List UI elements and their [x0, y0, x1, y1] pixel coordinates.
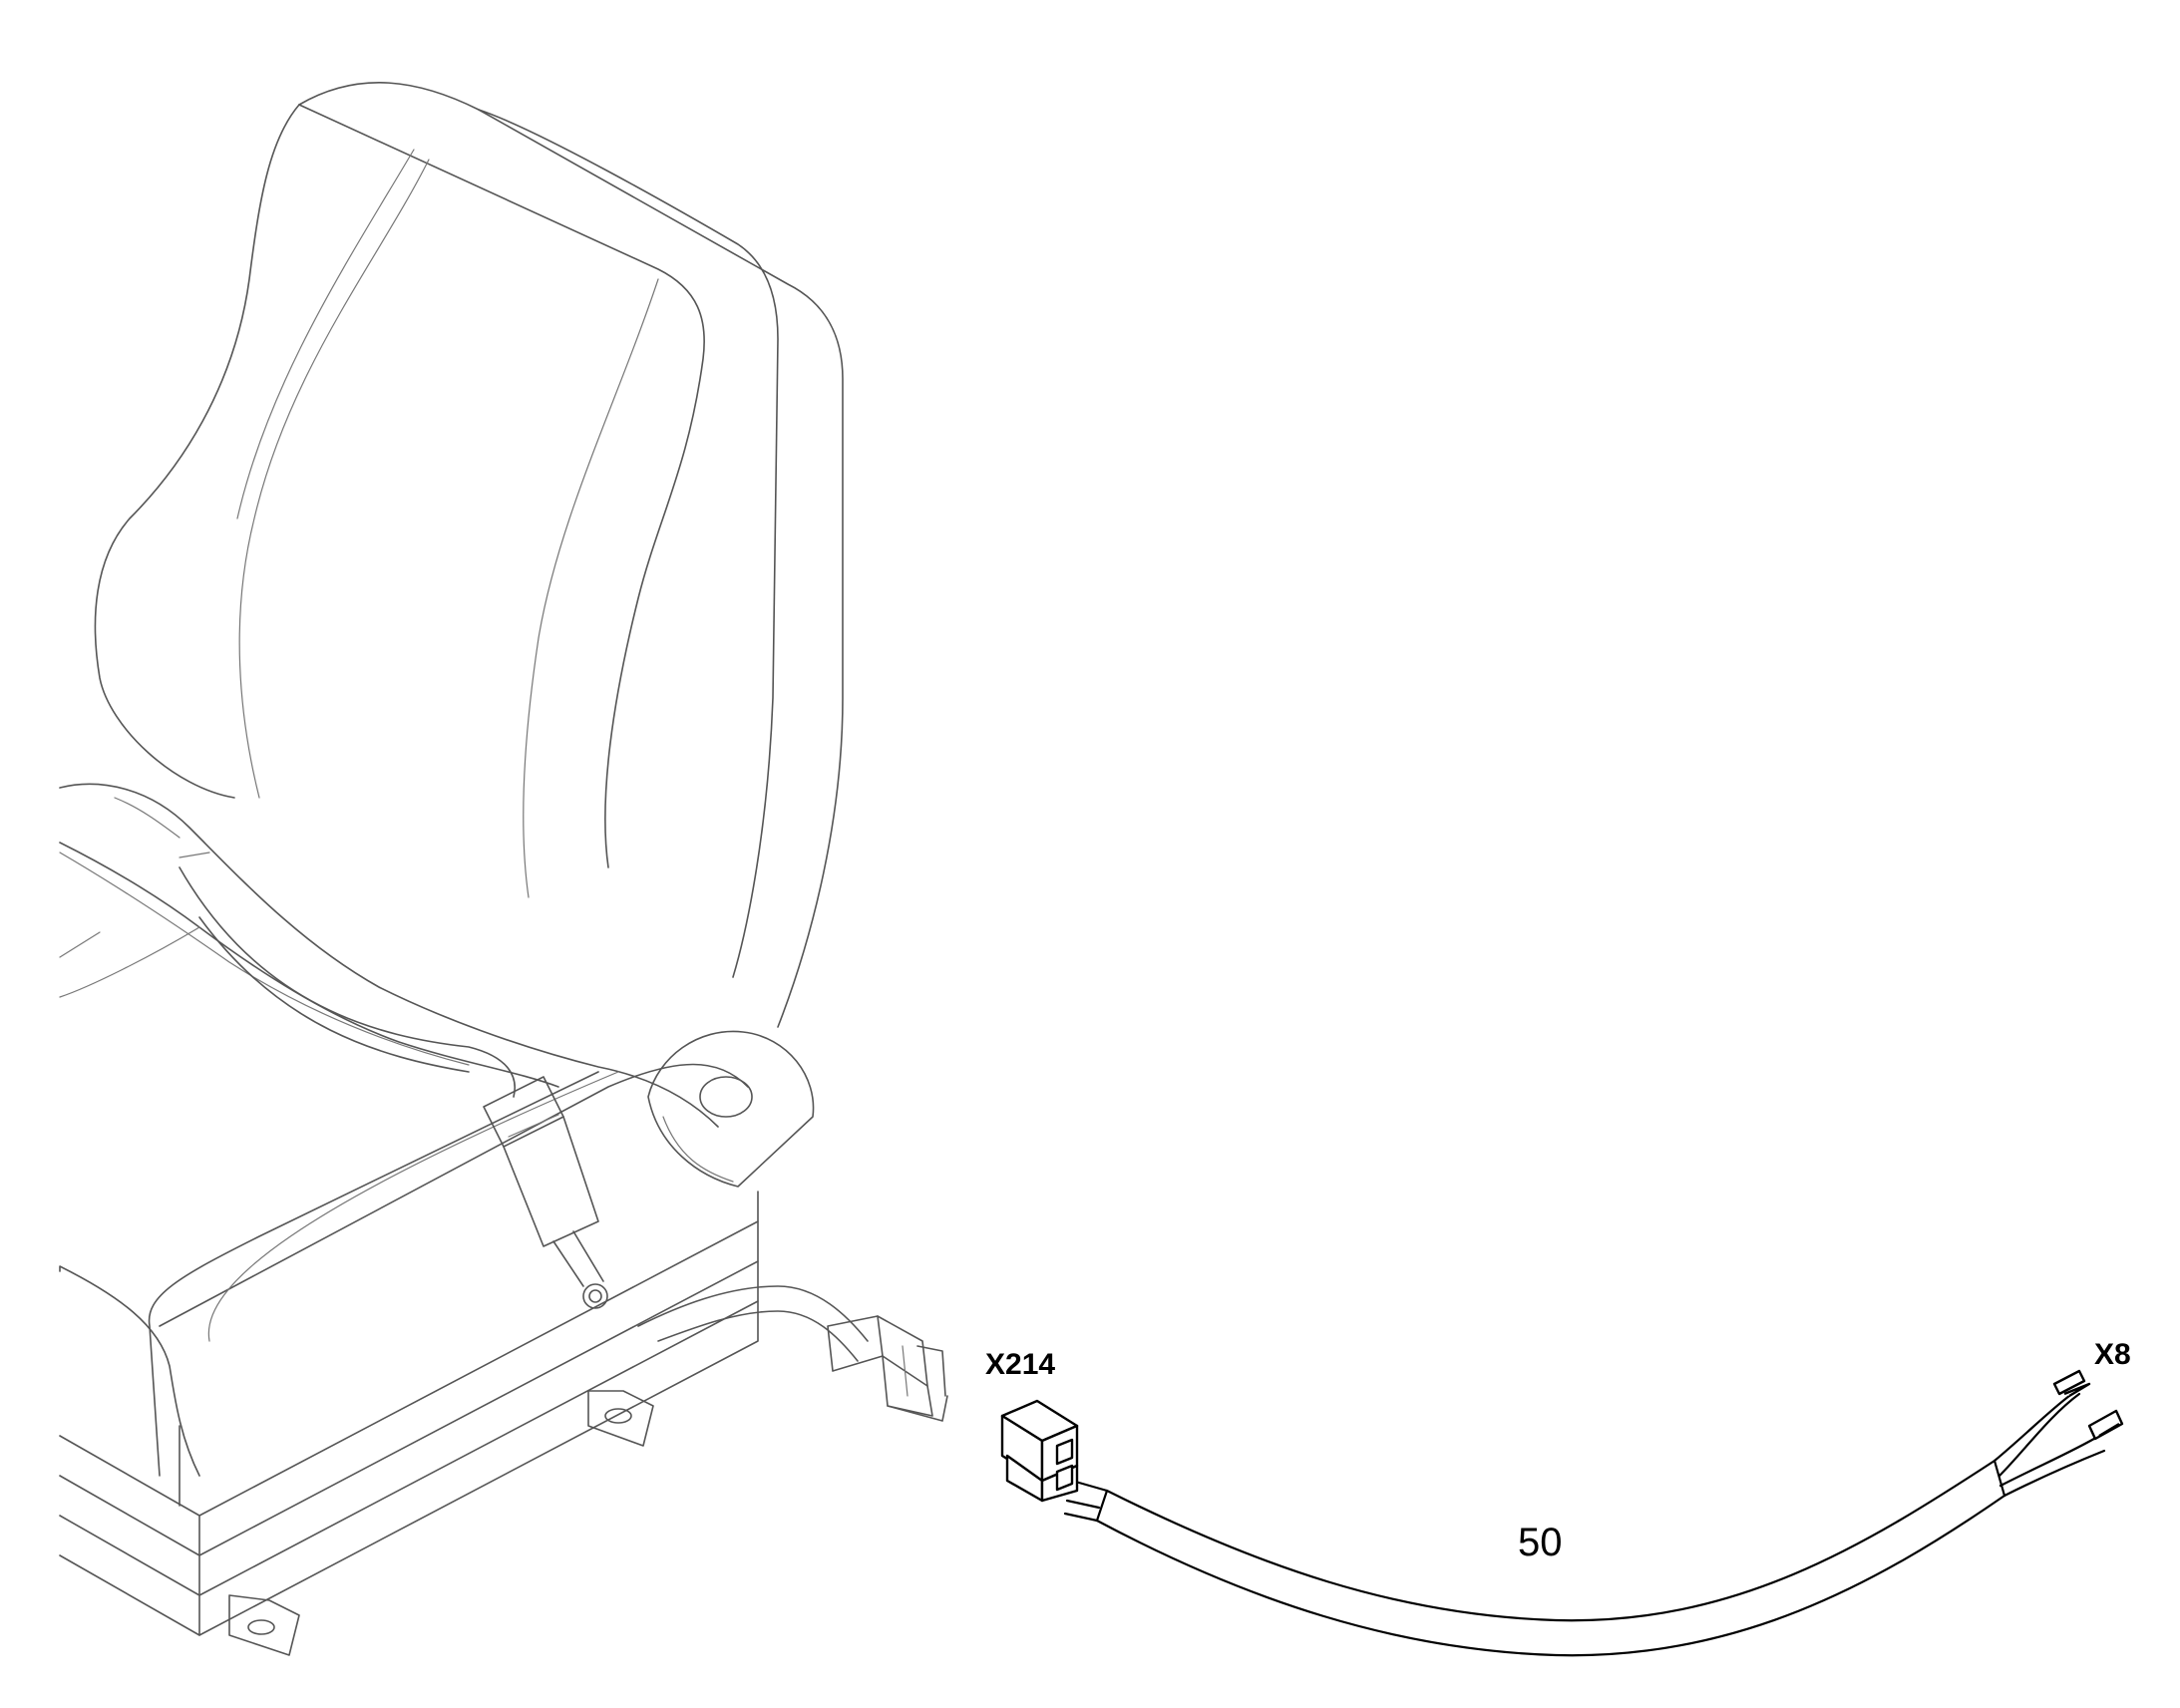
- connector-x214: [1000, 1399, 1079, 1503]
- seat-cushion: [59, 783, 749, 1477]
- seat-backrest: [94, 82, 844, 1028]
- seat-side-connector: [827, 1315, 948, 1422]
- label-x8: X8: [2094, 1338, 2131, 1371]
- label-item-50: 50: [1518, 1521, 1563, 1564]
- cable-harness: [1063, 1392, 2106, 1657]
- label-x214: X214: [985, 1348, 1055, 1381]
- seat-base: [59, 1191, 869, 1656]
- connector-x8: [2052, 1369, 2124, 1441]
- seat-belt: [179, 866, 815, 1309]
